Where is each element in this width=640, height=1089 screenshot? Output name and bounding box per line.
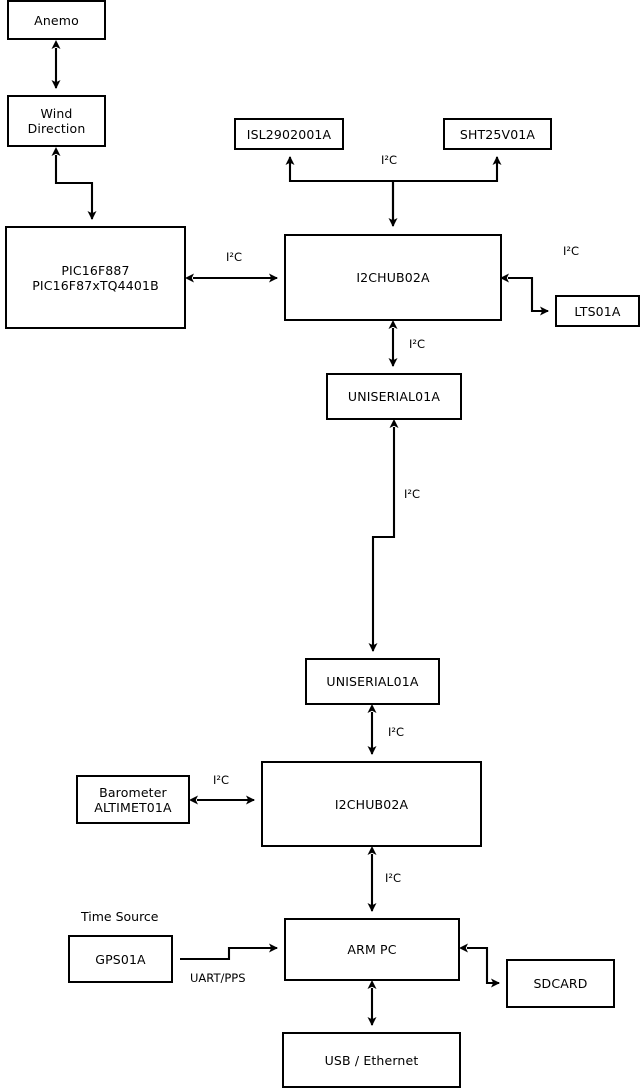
node-uniserial01a-bottom[interactable]: UNISERIAL01A (305, 658, 440, 705)
wire-hubtop-isl (285, 156, 395, 225)
wire-pic-wind (51, 147, 97, 220)
node-i2chub02a-bottom[interactable]: I2CHUB02A (261, 761, 482, 847)
wire-uniserial-link (368, 419, 399, 652)
node-sdcard[interactable]: SDCARD (506, 959, 615, 1008)
node-sdcard-label: SDCARD (533, 976, 588, 991)
node-i2chub02a-top[interactable]: I2CHUB02A (284, 234, 502, 321)
node-lts01a[interactable]: LTS01A (555, 295, 640, 327)
node-i2chub02a-bottom-label: I2CHUB02A (334, 796, 409, 812)
node-isl2902001a-label: ISL2902001A (246, 126, 332, 142)
node-uniserial01a-bottom-label: UNISERIAL01A (326, 674, 419, 689)
node-uniserial01a-top[interactable]: UNISERIAL01A (326, 373, 462, 420)
node-isl2902001a[interactable]: ISL2902001A (234, 118, 344, 150)
node-i2chub02a-top-label: I2CHUB02A (356, 270, 430, 285)
node-uniserial01a-top-label: UNISERIAL01A (347, 389, 441, 404)
node-anemo[interactable]: Anemo (7, 0, 106, 40)
node-anemo-label: Anemo (34, 12, 79, 28)
label-time-source: Time Source (81, 909, 159, 924)
node-barometer-altimet01a-label: Barometer ALTIMET01A (94, 784, 172, 815)
node-usb-ethernet-label: USB / Ethernet (324, 1052, 419, 1068)
wire-hubtop-lts (500, 273, 549, 316)
node-sht25v01a-label: SHT25V01A (459, 126, 536, 142)
node-wind-direction-label: Wind Direction (27, 106, 86, 136)
node-pic-microcontroller[interactable]: PIC16F887 PIC16F87xTQ4401B (5, 226, 186, 329)
node-wind-direction[interactable]: Wind Direction (7, 95, 106, 147)
edge-label-isl-sht-bus: I²C (381, 153, 398, 167)
edge-label-hub-armpc: I²C (385, 871, 402, 885)
node-sht25v01a[interactable]: SHT25V01A (443, 118, 552, 150)
edge-label-uniserial-link: I²C (404, 487, 421, 501)
node-gps01a[interactable]: GPS01A (68, 935, 173, 983)
node-gps01a-label: GPS01A (95, 951, 146, 967)
wire-gps-armpc (180, 943, 278, 961)
node-arm-pc[interactable]: ARM PC (284, 918, 460, 981)
edge-label-pic-hub: I²C (226, 250, 243, 264)
edge-label-barometer-hub: I²C (213, 773, 230, 787)
node-usb-ethernet[interactable]: USB / Ethernet (282, 1032, 461, 1088)
edge-label-hub-lts: I²C (563, 244, 580, 258)
node-lts01a-label: LTS01A (574, 303, 621, 319)
wire-hubtop-sht (393, 156, 502, 183)
node-pic-microcontroller-label: PIC16F887 PIC16F87xTQ4401B (32, 262, 159, 293)
node-arm-pc-label: ARM PC (347, 942, 397, 957)
node-barometer-altimet01a[interactable]: Barometer ALTIMET01A (76, 775, 190, 824)
edge-label-hub-uniserial: I²C (409, 337, 426, 351)
edge-label-uniserial-hub-bottom: I²C (388, 725, 405, 739)
wire-armpc-sdcard (459, 943, 500, 988)
edge-label-gps-armpc: UART/PPS (190, 971, 246, 985)
